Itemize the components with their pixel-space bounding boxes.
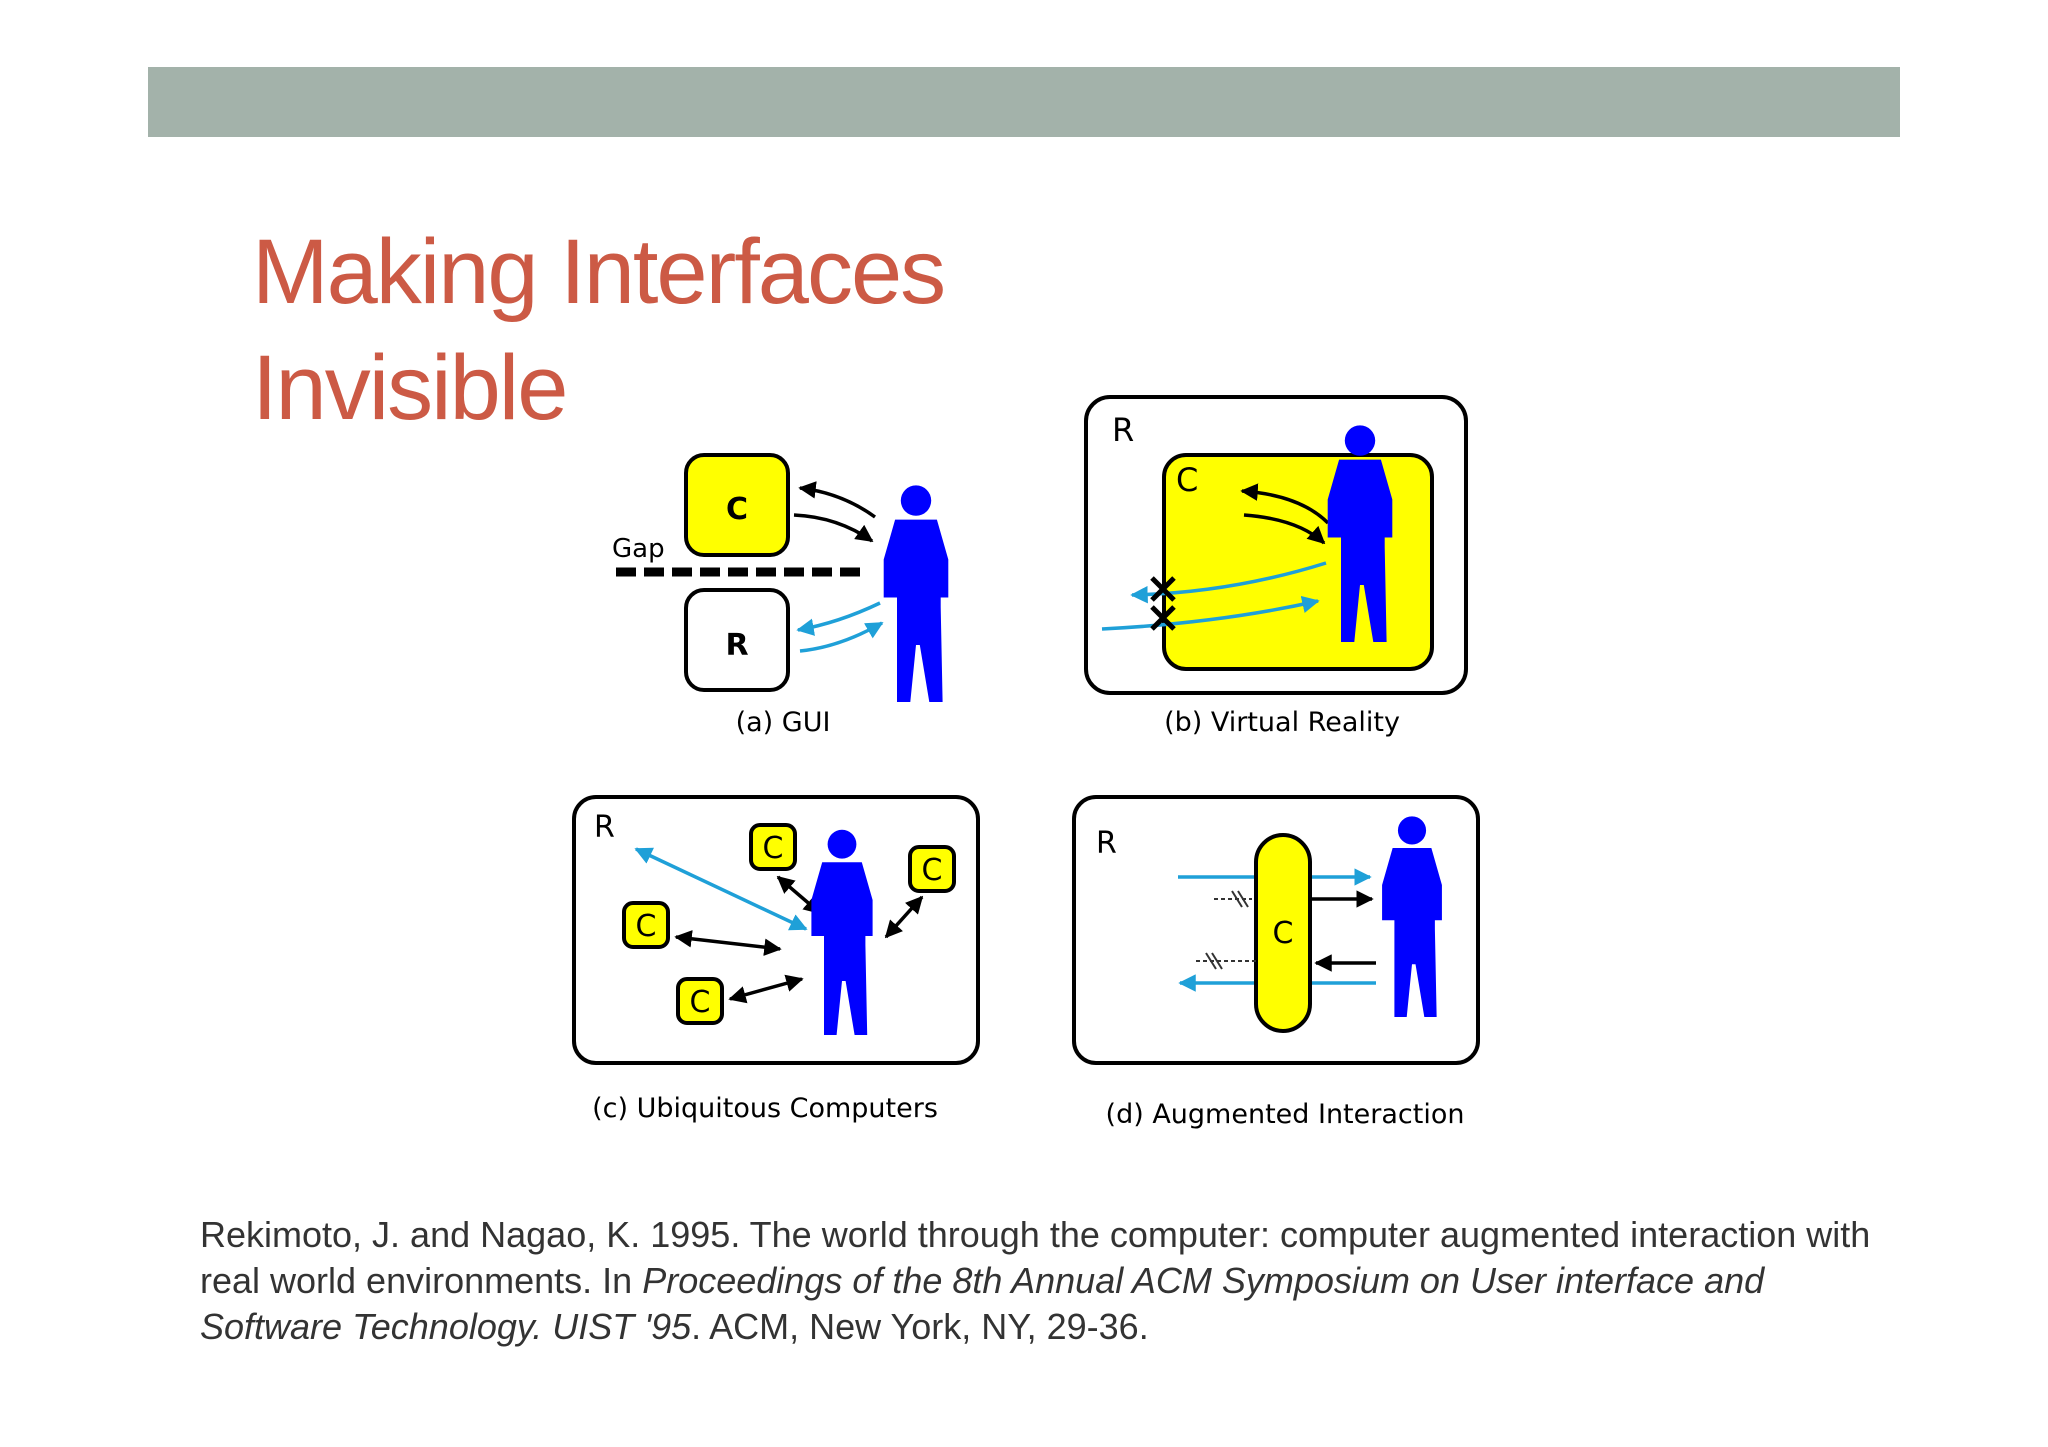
slide-title-line-1: Making Interfaces: [252, 221, 946, 323]
reality-arrow: [799, 621, 884, 653]
computer-arrow: [1240, 483, 1330, 525]
computer-arrow: [793, 513, 874, 543]
caption-gui: (a) GUI: [735, 707, 831, 738]
computer-label: C: [1176, 461, 1198, 499]
citation-publisher: . ACM, New York, NY, 29-36.: [691, 1306, 1149, 1347]
computer-box: [676, 977, 724, 1025]
caption-ubiquitous-computers: (c) Ubiquitous Computers: [592, 1093, 938, 1124]
reality-arrow: [796, 601, 881, 636]
reality-arrow: [634, 847, 808, 931]
computer-label: C: [636, 909, 657, 944]
computer-label: C: [763, 831, 784, 866]
reference-citation: Rekimoto, J. and Nagao, K. 1995. The wor…: [200, 1212, 1900, 1350]
citation-authors-title: Rekimoto, J. and Nagao, K. 1995. The wor…: [200, 1214, 1871, 1301]
computer-label: C: [690, 985, 711, 1020]
computer-arrow: [1243, 513, 1326, 545]
computer-arrow: [884, 895, 924, 939]
panel-ubiquitous-computers: R C C C C: [572, 795, 980, 1065]
computer-arrow: [798, 481, 877, 519]
computer-arrow: [674, 930, 782, 956]
blocked-cross-icon: [1150, 576, 1176, 631]
panel-gui: C Gap R: [612, 453, 949, 702]
citation-proceedings: Proceedings of the 8th Annual ACM Sympos…: [200, 1260, 1765, 1347]
gap-label: Gap: [612, 534, 665, 564]
reality-label: R: [725, 628, 748, 663]
slide-title-line-2: Invisible: [252, 337, 568, 439]
caption-virtual-reality: (b) Virtual Reality: [1164, 707, 1400, 738]
panel-augmented-interaction: R C: [1072, 795, 1480, 1065]
computer-arrow: [728, 974, 804, 1004]
virtual-world-box: [1162, 453, 1434, 671]
computer-box: [908, 845, 956, 893]
faded-arrow-icon: [1196, 890, 1256, 970]
computer-label: C: [1273, 916, 1294, 951]
reality-label: R: [1096, 826, 1117, 861]
computer-box: [749, 823, 797, 871]
header-bar: [148, 67, 1900, 137]
reality-label: R: [594, 810, 615, 845]
slide-title: Making Interfaces Invisible: [252, 214, 1152, 446]
panel-virtual-reality: R C: [1084, 395, 1468, 695]
reality-box: [684, 588, 790, 692]
computer-label: C: [922, 853, 943, 888]
computer-label: C: [726, 492, 748, 527]
user-figure: [883, 485, 949, 702]
blocked-reality-arrow: [1101, 595, 1320, 631]
computer-lens: [1254, 833, 1312, 1033]
computer-box: [622, 901, 670, 949]
figure-svg: C Gap R R C: [572, 395, 1480, 1065]
computer-box: [684, 453, 790, 557]
caption-augmented-interaction: (d) Augmented Interaction: [1105, 1099, 1465, 1130]
interaction-styles-figure: C Gap R R C: [572, 385, 1520, 1145]
reality-label: R: [1112, 411, 1134, 449]
